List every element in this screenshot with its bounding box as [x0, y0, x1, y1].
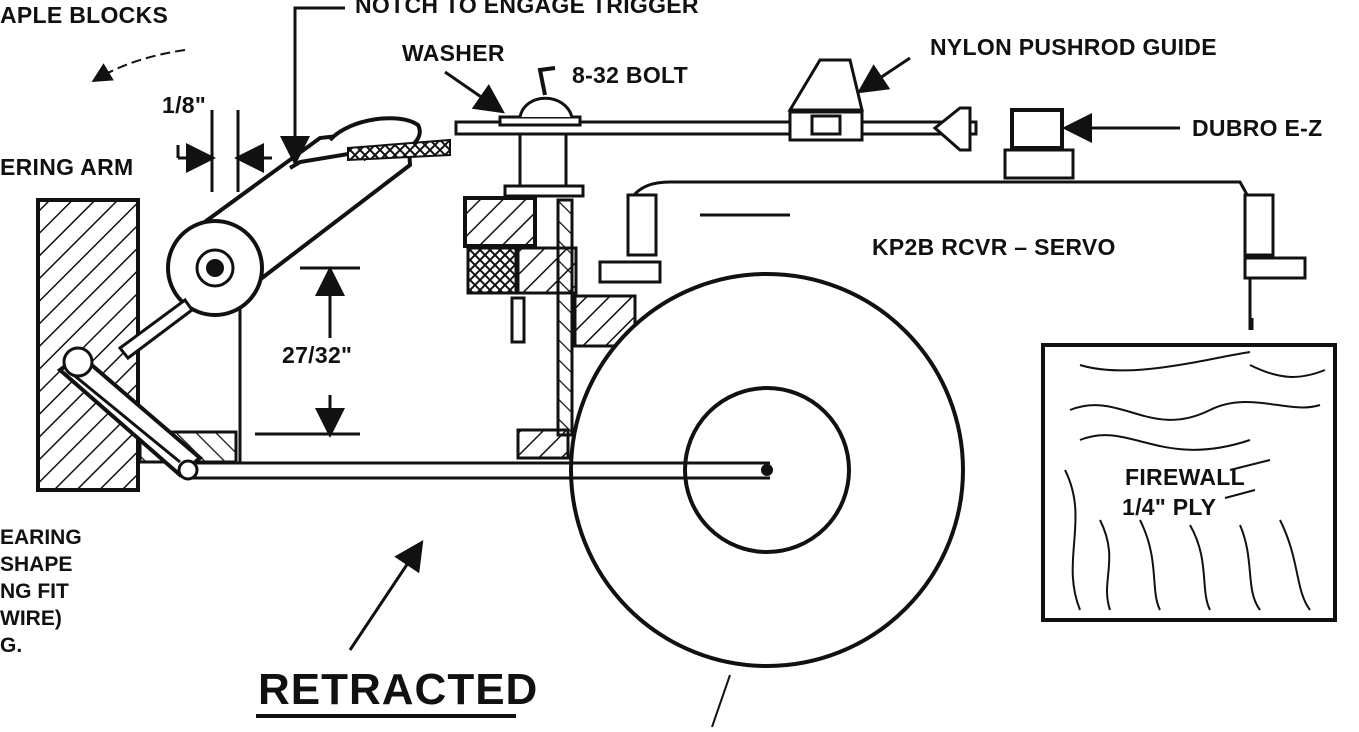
pushrod-guide — [787, 58, 972, 152]
bearing-note-line: G. — [0, 634, 23, 657]
leader-arrows — [91, 49, 1271, 728]
bearing-note-line: EARING — [0, 526, 82, 549]
gap-dimension — [176, 110, 272, 192]
arm-label: ERING ARM — [0, 154, 134, 180]
steering-arm — [117, 116, 422, 361]
staple-blocks-label: APLE BLOCKS — [0, 2, 169, 28]
notch-label: NOTCH TO ENGAGE TRIGGER — [355, 0, 699, 18]
retracted-label: RETRACTED — [258, 665, 539, 714]
bearing-note-line: WIRE) — [0, 607, 62, 630]
height-dimension — [255, 266, 360, 438]
firewall-label: FIREWALL — [1125, 464, 1245, 490]
gear-leg-slot — [56, 346, 204, 478]
bearing-note-line: SHAPE — [0, 553, 73, 576]
trigger-spring — [347, 138, 451, 162]
center-mount — [463, 196, 637, 460]
dubro-connector — [1003, 108, 1075, 180]
firewall-ply-label: 1/4" PLY — [1122, 494, 1217, 520]
axle-wire — [177, 459, 770, 481]
rcvr-servo — [598, 180, 1307, 330]
firewall — [1041, 343, 1337, 622]
staple-block — [36, 198, 242, 492]
bearing-note: EARING SHAPE NG FIT WIRE) G. — [0, 524, 82, 659]
washer-label: WASHER — [402, 40, 505, 66]
pushrod-guide-label: NYLON PUSHROD GUIDE — [930, 34, 1217, 60]
height-dimension-label: 27/32" — [282, 342, 353, 368]
dubro-label: DUBRO E-Z — [1192, 115, 1323, 141]
rcvr-servo-label: KP2B RCVR – SERVO — [872, 234, 1116, 260]
wheel — [569, 272, 965, 668]
gap-dimension-label: 1/8" — [162, 92, 207, 118]
notch-pointer — [280, 6, 345, 166]
bearing-note-line: NG FIT — [0, 580, 69, 603]
pushrod — [454, 66, 978, 198]
bolt-label: 8-32 BOLT — [572, 62, 689, 88]
